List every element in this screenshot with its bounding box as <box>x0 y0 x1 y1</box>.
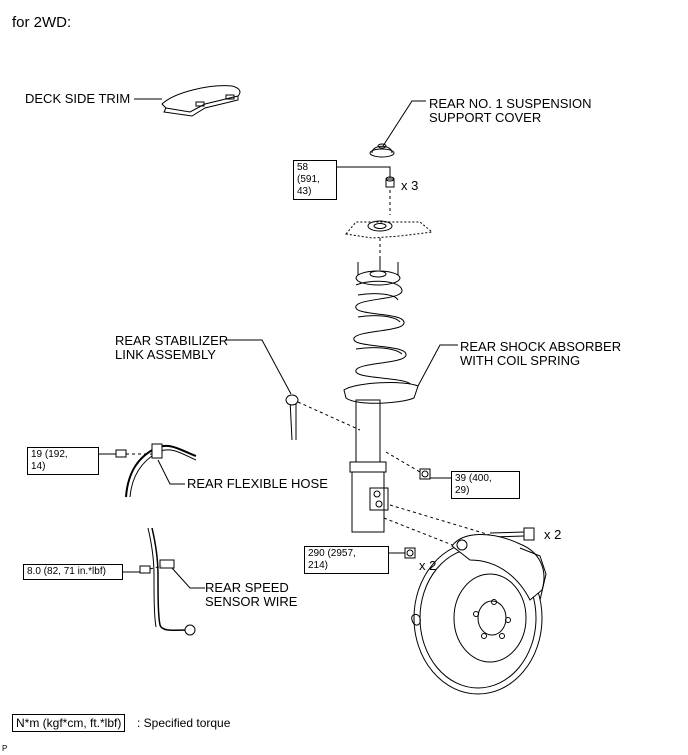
label-deck-side-trim: DECK SIDE TRIM <box>25 91 131 106</box>
legend-torque-box: N*m (kgf*cm, ft.*lbf) <box>12 714 126 732</box>
label-stabilizer-link: REAR STABILIZER LINK ASSEMBLY <box>115 333 229 362</box>
label-shock-absorber: REAR SHOCK ABSORBER WITH COIL SPRING <box>460 339 622 368</box>
label-support-cover: REAR NO. 1 SUSPENSION SUPPORT COVER <box>429 96 592 125</box>
deck-side-trim-part <box>161 85 241 117</box>
stabilizer-link-part <box>285 394 299 441</box>
qty-lower-nuts: x 2 <box>419 558 437 573</box>
torque-sensor-bolt: 8.0 (82, 71 in.*lbf) <box>23 564 123 580</box>
lower-nut-part <box>404 547 416 559</box>
support-cover-part <box>369 143 395 158</box>
page-title: for 2WD: <box>12 14 72 31</box>
stabilizer-nut-part <box>419 468 431 480</box>
label-flexible-hose: REAR FLEXIBLE HOSE <box>187 476 328 491</box>
flexible-hose-part <box>125 443 197 498</box>
label-speed-sensor-wire: REAR SPEED SENSOR WIRE <box>205 580 298 609</box>
speed-sensor-wire-part <box>147 527 196 636</box>
corner-mark: P <box>2 744 8 753</box>
qty-lower-bolts: x 2 <box>544 527 562 542</box>
torque-lower-nut: 290 (2957, 214) <box>304 546 389 574</box>
support-nut-part <box>385 176 395 188</box>
torque-stabilizer-nut: 39 (400, 29) <box>451 471 520 499</box>
shock-absorber-part <box>343 256 419 533</box>
axle-hub-part <box>411 533 547 695</box>
qty-support-nuts: x 3 <box>401 178 419 193</box>
torque-hose-bolt: 19 (192, 14) <box>27 447 99 475</box>
legend-torque-text: : Specified torque <box>137 716 231 730</box>
torque-support-nut: 58 (591, 43) <box>293 160 337 200</box>
